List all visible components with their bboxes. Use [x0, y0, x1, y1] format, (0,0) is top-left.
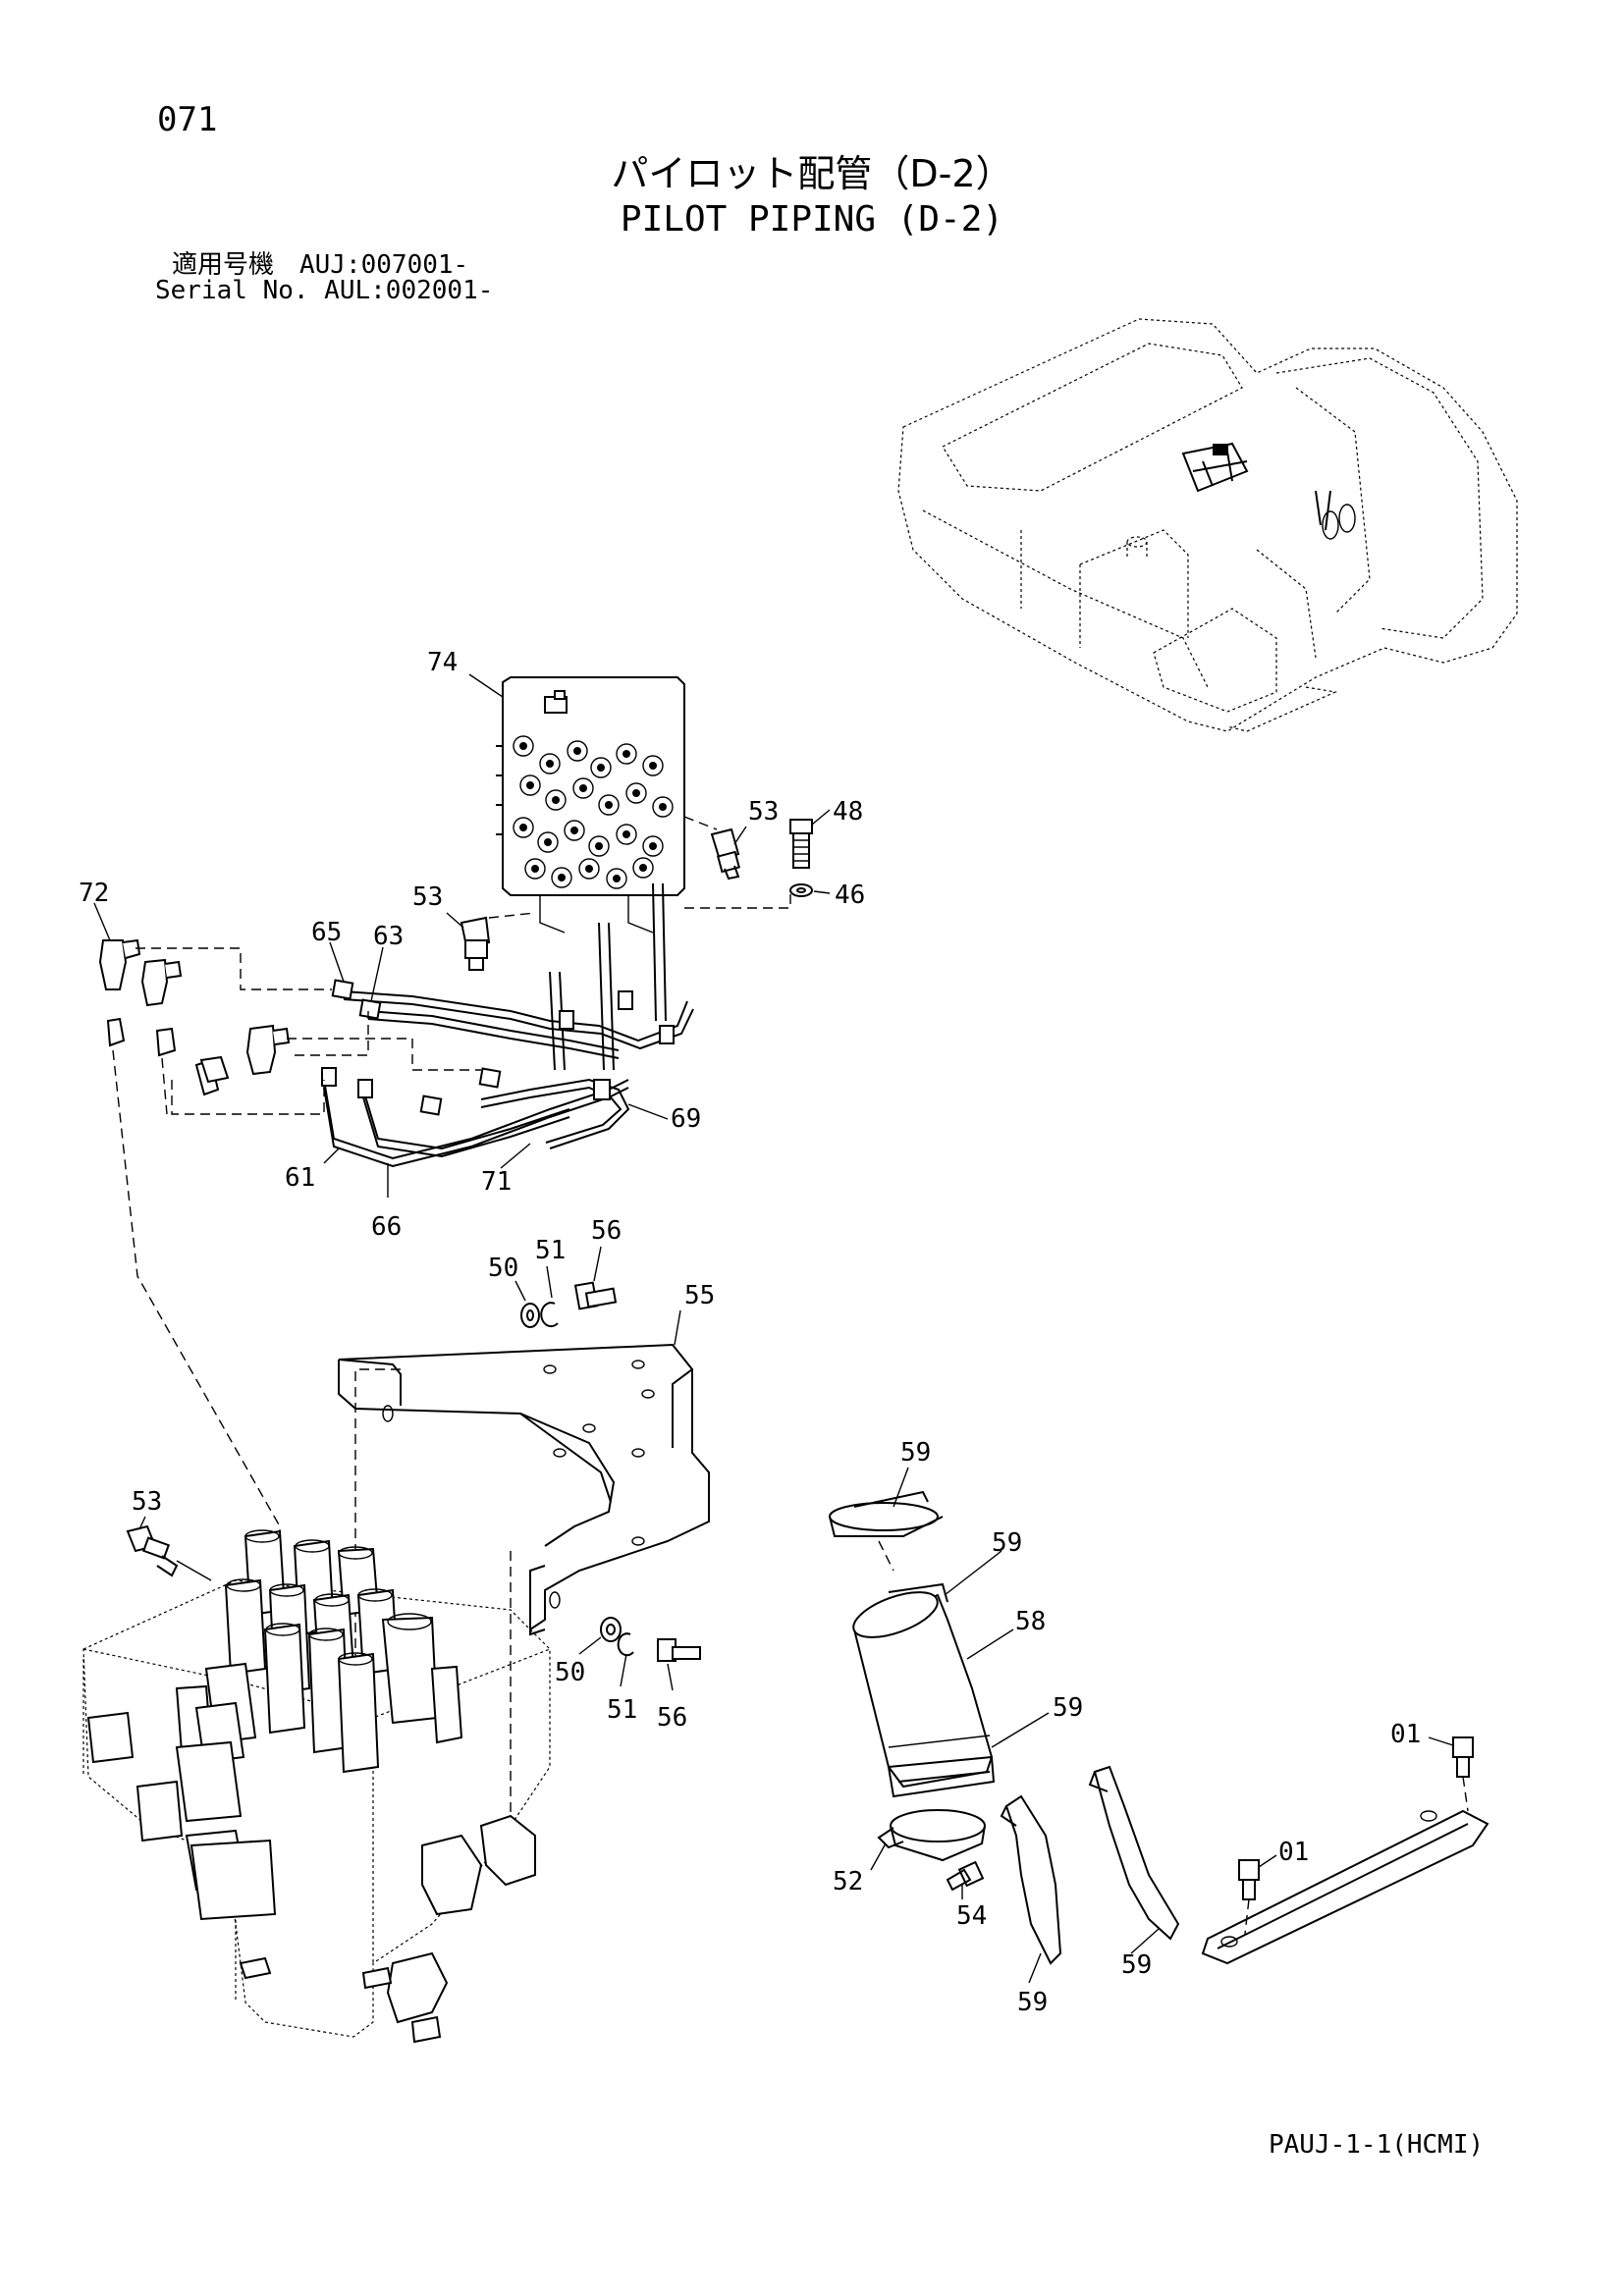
clamp-52	[877, 1809, 986, 1892]
callout-66: 66	[371, 1212, 402, 1242]
callout-56: 56	[657, 1703, 687, 1733]
elbow-fittings-72	[98, 938, 291, 1096]
callout-53: 53	[132, 1487, 162, 1517]
callout-53: 53	[748, 797, 779, 827]
callout-51: 51	[607, 1695, 637, 1725]
callout-48: 48	[833, 797, 863, 827]
callout-74: 74	[427, 648, 458, 677]
callout-59: 59	[1121, 1950, 1152, 1980]
title-japanese: パイロット配管（D-2）	[611, 152, 1013, 195]
footer-code: PAUJ-1-1(HCMI)	[1269, 2130, 1485, 2160]
machine-overview	[897, 318, 1518, 732]
callout-55: 55	[684, 1281, 715, 1310]
pilot-block-74	[496, 676, 685, 934]
callout-46: 46	[835, 881, 865, 910]
callout-63: 63	[373, 922, 404, 951]
fitting-53-left	[460, 912, 536, 971]
pilot-pipes	[321, 882, 694, 1168]
rail-01	[1201, 1736, 1489, 1965]
fitting-53-valve	[126, 1524, 212, 1581]
callout-59: 59	[1017, 1988, 1048, 2017]
callout-59: 59	[900, 1438, 931, 1468]
washer-46	[684, 883, 813, 909]
page-number: 071	[157, 100, 218, 139]
callout-56: 56	[591, 1216, 622, 1246]
serial-number-english: Serial No. AUL:002001-	[155, 276, 494, 305]
callout-59: 59	[992, 1528, 1022, 1558]
hose-58	[829, 1490, 996, 1798]
cable-ties-59	[1000, 1765, 1180, 1965]
callout-54: 54	[956, 1901, 987, 1931]
callout-71: 71	[481, 1167, 512, 1197]
callout-52: 52	[833, 1867, 863, 1896]
callout-58: 58	[1015, 1607, 1046, 1636]
callout-50: 50	[488, 1254, 518, 1283]
callout-65: 65	[311, 918, 342, 947]
callout-59: 59	[1053, 1693, 1083, 1723]
callout-61: 61	[285, 1163, 315, 1193]
bracket-55	[338, 1343, 710, 1636]
fitting-53-right	[683, 816, 740, 881]
bracket-hardware-lower	[600, 1617, 701, 1662]
callout-69: 69	[671, 1104, 701, 1134]
callout-01: 01	[1390, 1720, 1421, 1749]
title-english: PILOT PIPING (D-2)	[620, 199, 1004, 240]
bracket-hardware-upper	[520, 1281, 618, 1328]
callout-50: 50	[555, 1658, 585, 1687]
callout-labels: 74 53 48 46 72 65 63 53 69 61 71 66 50 5…	[79, 648, 1421, 2017]
callout-01: 01	[1278, 1838, 1309, 1867]
callout-51: 51	[535, 1236, 566, 1265]
serial-number-japanese: 適用号機 AUJ:007001-	[172, 250, 469, 280]
callout-72: 72	[79, 879, 109, 908]
callout-53: 53	[412, 882, 443, 912]
bolt-48	[789, 819, 813, 869]
control-valve	[82, 1529, 551, 2044]
leader-lines	[93, 673, 1454, 1984]
